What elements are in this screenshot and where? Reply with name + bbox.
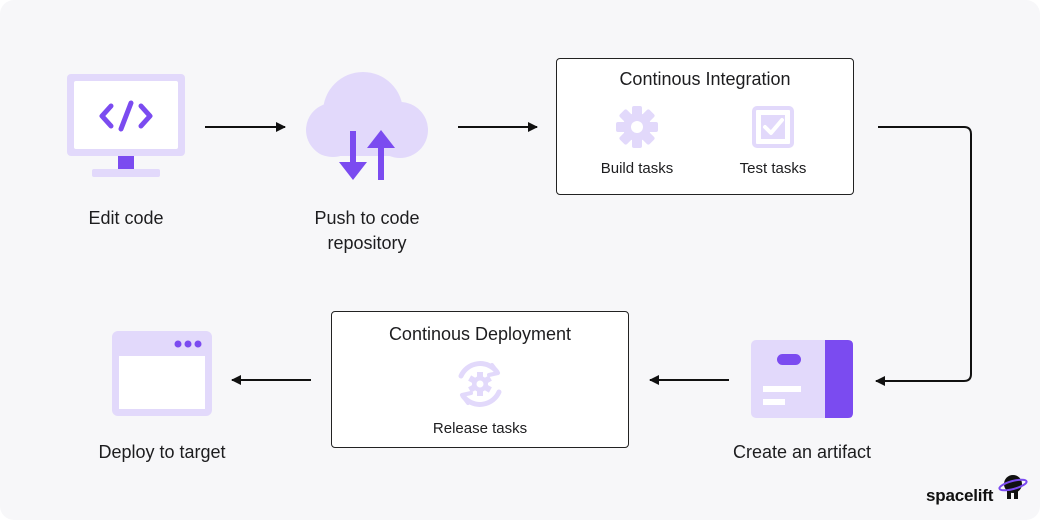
code-monitor-icon bbox=[67, 74, 185, 177]
ci-title: Continous Integration bbox=[619, 69, 791, 89]
browser-window-icon bbox=[112, 331, 212, 416]
brand-logo-text: spacelift bbox=[926, 486, 994, 505]
checkbox-icon bbox=[752, 106, 794, 148]
step-push-line1: Push to code bbox=[314, 208, 420, 228]
cd-box: Continous Deployment Release tasks bbox=[331, 311, 629, 448]
step-deploy-target: Deploy to target bbox=[98, 442, 226, 462]
refresh-gear-icon bbox=[458, 361, 502, 407]
step-push-line2: repository bbox=[327, 233, 407, 253]
ci-box: Continous Integration Build tasks Test t… bbox=[556, 58, 854, 195]
ci-build-label: Build tasks bbox=[600, 160, 674, 177]
step-edit-code: Edit code bbox=[88, 208, 164, 228]
astronaut-planet-icon bbox=[998, 475, 1028, 499]
ci-test-label: Test tasks bbox=[739, 160, 807, 177]
cd-title: Continous Deployment bbox=[388, 324, 572, 344]
artifact-box-icon bbox=[751, 340, 853, 418]
cd-release-label: Release tasks bbox=[432, 420, 528, 437]
arrow-ci-to-artifact bbox=[875, 126, 972, 386]
gear-icon bbox=[616, 106, 658, 148]
cloud-sync-icon bbox=[306, 72, 428, 180]
step-create-artifact: Create an artifact bbox=[732, 442, 872, 462]
